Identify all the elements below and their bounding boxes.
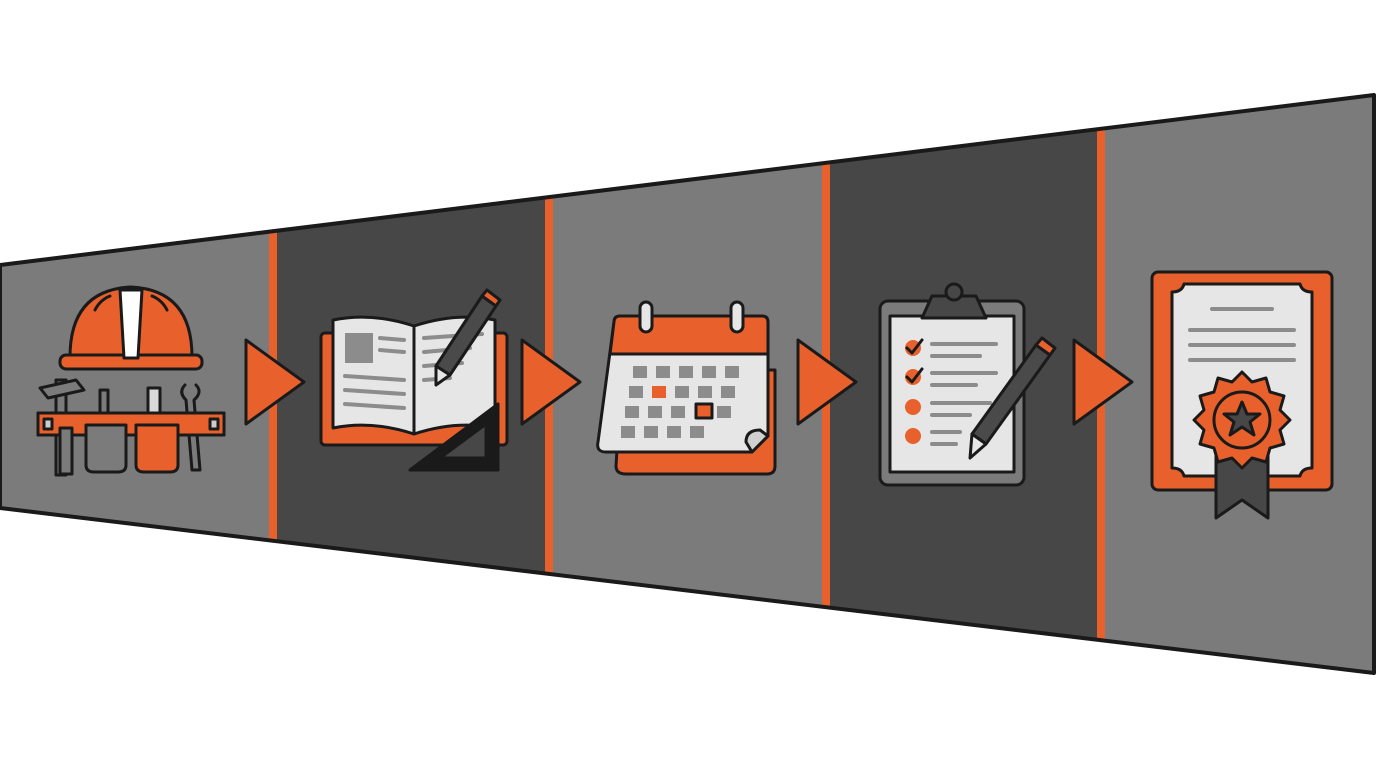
calendar-icon [596, 300, 777, 476]
certificate-with-award-ribbon-icon [1150, 270, 1334, 520]
checklist-clipboard-with-pencil-icon [878, 282, 1057, 487]
step-panel-1 [0, 95, 273, 673]
arrow-right-icon [520, 338, 582, 426]
open-book-with-pencil-and-set-square-icon [319, 288, 509, 472]
arrow-right-icon [1072, 338, 1134, 426]
arrow-right-icon [796, 338, 858, 426]
panel-band-outline [0, 93, 1376, 675]
arrow-right-icon [244, 338, 306, 426]
hard-hat-and-tool-belt-icon [36, 285, 226, 477]
